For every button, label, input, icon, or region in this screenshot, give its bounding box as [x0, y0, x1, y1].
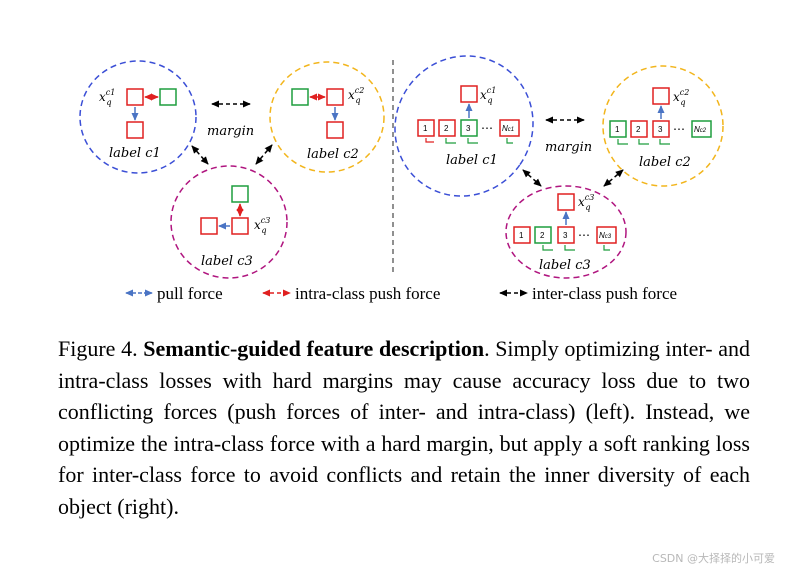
r-c3-dots: ⋯ — [578, 228, 590, 242]
left-inter-arrow-c2-c3 — [255, 144, 273, 165]
legend: pull force intra-class push force inter-… — [125, 284, 677, 303]
c1-positive-box — [126, 121, 144, 139]
r-c2-rank-3 — [652, 120, 670, 138]
r-c3-rank-3 — [557, 226, 575, 244]
r-c1-dots: ⋯ — [481, 121, 493, 135]
r-c2-rank-n-num: Nc2 — [694, 125, 707, 134]
c3-label: label c3 — [201, 254, 253, 269]
r-c2-rank-hooks — [617, 139, 670, 145]
r-c1-rank-2-num: 2 — [444, 124, 449, 133]
r-c2-rank-2-num: 2 — [636, 125, 641, 134]
r-c2-rank-1-num: 1 — [615, 125, 620, 134]
c2-query-box — [326, 88, 344, 106]
r-c3-rank-n — [596, 226, 617, 244]
c1-query-box — [126, 88, 144, 106]
r-c1-rank-hooks-red — [425, 138, 434, 143]
legend-pull-label: pull force — [157, 284, 223, 303]
caption-title: Semantic-guided feature description — [143, 336, 485, 361]
c2-cluster-circle — [269, 61, 385, 173]
r-c2-rank-2 — [630, 120, 648, 138]
r-c3-rank-hooks — [542, 245, 610, 251]
caption-body: . Simply optimizing inter- and intra-cla… — [58, 336, 750, 519]
r-c3-rank-n-num: Nc3 — [599, 231, 612, 240]
left-inter-arrow-c1-c3 — [191, 145, 209, 165]
right-inter-arrow-c2-c3 — [603, 169, 624, 187]
left-margin-label: margin — [207, 124, 254, 139]
r-c1-rank-2 — [438, 119, 456, 137]
c2-label: label c2 — [307, 147, 359, 162]
r-c2-rank-n — [691, 120, 712, 138]
r-c2-dots: ⋯ — [673, 122, 685, 136]
r-c3-label: label c3 — [539, 258, 591, 273]
r-c1-label: label c1 — [446, 153, 498, 168]
r-c2-rank-1 — [609, 120, 627, 138]
c1-negative-box — [159, 88, 177, 106]
right-margin-label: margin — [545, 140, 592, 155]
legend-intra-label: intra-class push force — [295, 284, 440, 303]
r-c1-rank-n — [499, 119, 520, 137]
c3-negative-box — [231, 185, 249, 203]
r-c3-rank-1 — [513, 226, 531, 244]
c2-cluster-ellipse — [602, 65, 724, 187]
r-c1-rank-n-num: Nc1 — [502, 124, 514, 133]
c2-negative-box — [291, 88, 309, 106]
c3-cluster-circle — [170, 165, 288, 279]
r-c1-rank-3 — [460, 119, 478, 137]
r-c3-rank-1-num: 1 — [519, 231, 524, 240]
r-c1-rank-hooks — [445, 138, 513, 144]
c1-cluster-ellipse — [394, 55, 534, 197]
watermark: CSDN @大择择的小可爱 — [652, 552, 775, 565]
r-c3-rank-2 — [534, 226, 552, 244]
r-c2-label: label c2 — [639, 155, 691, 170]
legend-inter-label: inter-class push force — [532, 284, 677, 303]
c2-positive-box — [326, 121, 344, 139]
r-c2-rank-3-num: 3 — [658, 125, 663, 134]
c3-positive-box — [200, 217, 218, 235]
caption-prefix: Figure 4. — [58, 336, 144, 361]
right-inter-arrow-c1-c3 — [522, 169, 542, 187]
r-c1-rank-1 — [417, 119, 435, 137]
r-c3-query-box — [557, 193, 575, 211]
r-c3-rank-2-num: 2 — [540, 231, 545, 240]
r-c1-rank-3-num: 3 — [466, 124, 471, 133]
c3-cluster-ellipse — [505, 185, 627, 279]
r-c1-rank-1-num: 1 — [423, 124, 428, 133]
c1-label: label c1 — [109, 146, 161, 161]
c3-query-box — [231, 217, 249, 235]
r-c3-rank-3-num: 3 — [563, 231, 568, 240]
c1-cluster-circle — [79, 60, 197, 174]
r-c2-query-box — [652, 87, 670, 105]
r-c1-query-box — [460, 85, 478, 103]
figure-caption: Figure 4. Semantic-guided feature descri… — [58, 333, 750, 522]
